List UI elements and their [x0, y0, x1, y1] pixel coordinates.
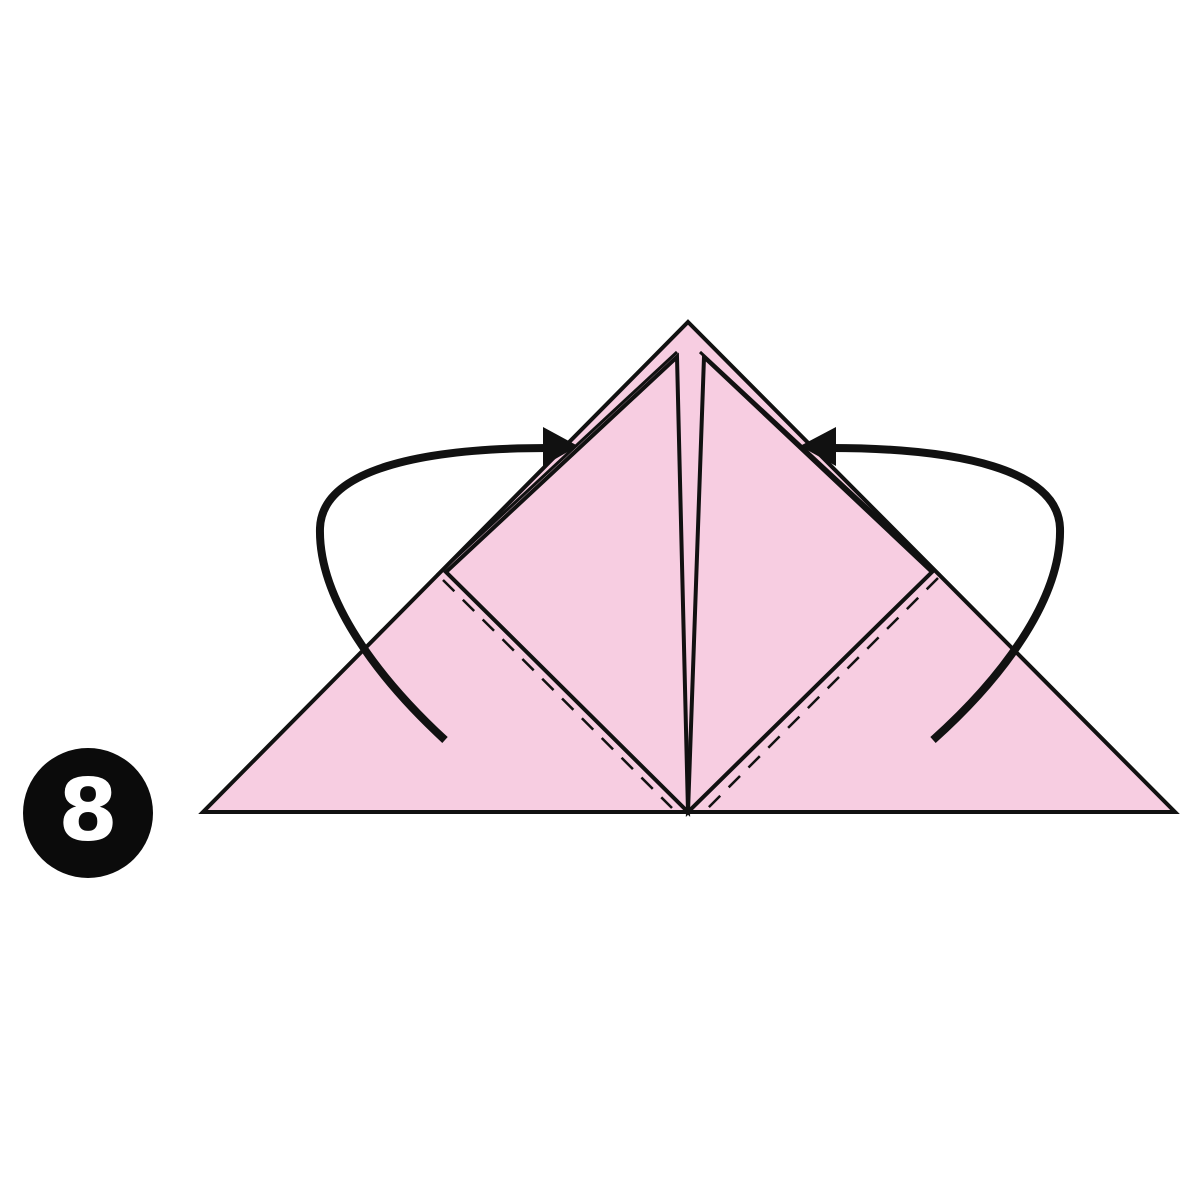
right-flap: [685, 352, 935, 817]
step-number: 8: [58, 761, 118, 861]
folded-paper: [198, 319, 1180, 817]
right-fold-arrow: [800, 427, 1065, 743]
left-arrowhead-icon: [543, 427, 578, 466]
right-arrow-curve: [829, 444, 1065, 743]
right-arrowhead-icon: [800, 427, 836, 466]
left-flap: [443, 352, 691, 817]
step-number-badge: 8: [23, 748, 153, 878]
left-fold-arrow: [315, 427, 578, 743]
paper-back-layer-left-edge: [435, 350, 679, 577]
left-arrow-curve: [315, 444, 549, 743]
